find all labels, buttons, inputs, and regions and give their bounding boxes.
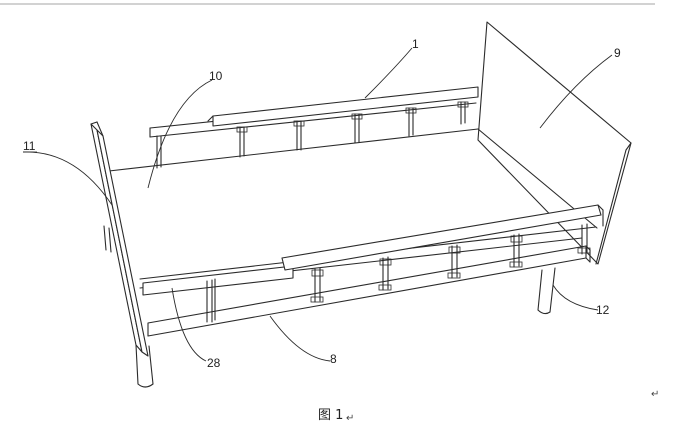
label-8: 8 — [330, 352, 337, 366]
figure-caption: 图 1 — [318, 408, 343, 423]
label-9: 9 — [614, 46, 621, 60]
footboard-panel — [90, 121, 149, 357]
front-rail-posts — [206, 223, 591, 323]
label-12: 12 — [596, 303, 610, 317]
caption-return-mark: ↵ — [346, 413, 354, 424]
leader-28 — [171, 287, 207, 362]
label-10: 10 — [209, 69, 223, 83]
leader-1 — [364, 47, 413, 99]
back-rail-posts — [156, 101, 469, 169]
front-rail — [142, 204, 604, 296]
headboard-panel — [477, 21, 632, 265]
leader-9 — [539, 54, 613, 129]
bed-legs — [103, 225, 556, 388]
leader-10 — [147, 79, 213, 189]
label-11: 11 — [23, 139, 36, 153]
back-rail — [149, 86, 479, 138]
label-1: 1 — [412, 37, 419, 51]
leader-8 — [269, 315, 331, 362]
end-return-mark: ↵ — [651, 389, 659, 400]
front-frame-beam — [147, 245, 591, 337]
label-28: 28 — [207, 356, 221, 370]
leader-12 — [552, 284, 599, 311]
